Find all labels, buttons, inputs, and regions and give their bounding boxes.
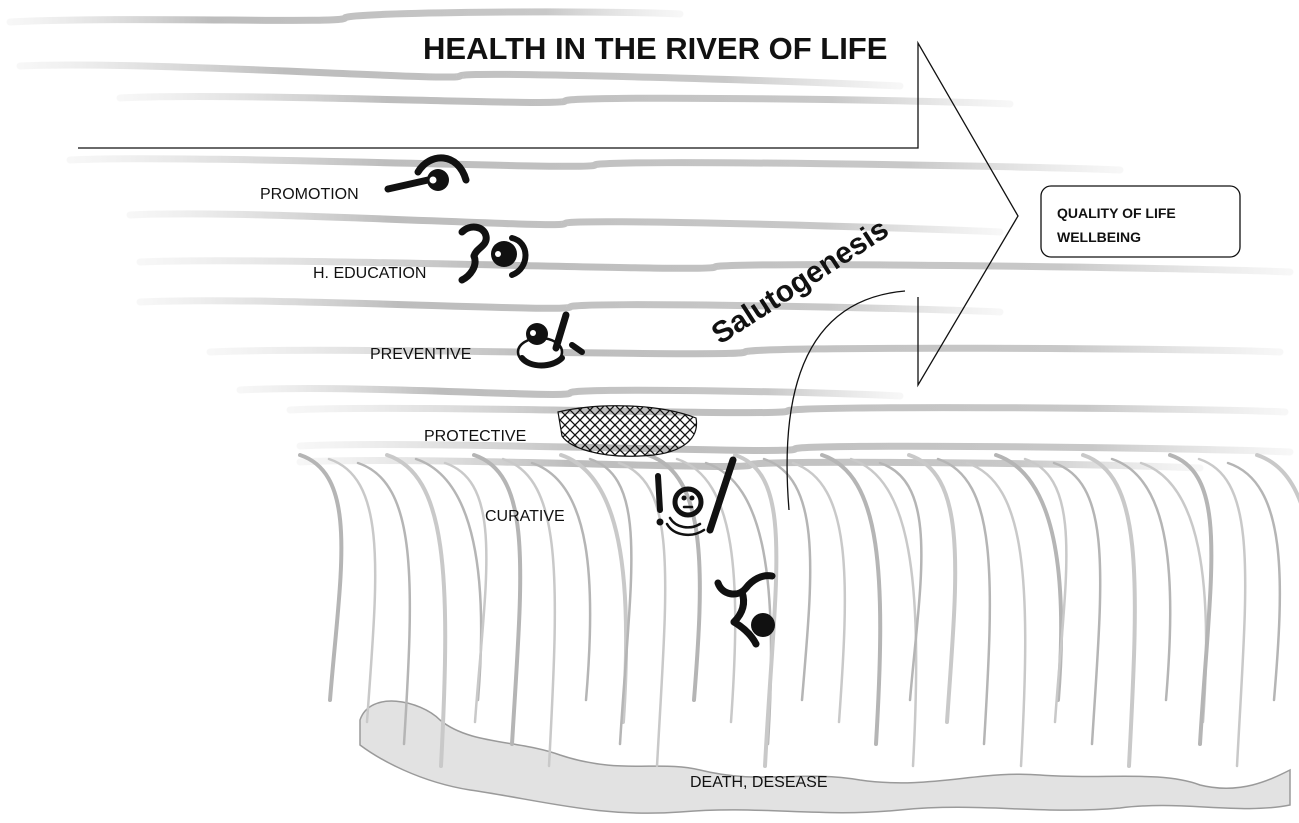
salutogenesis-label: Salutogenesis <box>706 212 895 350</box>
river-streak <box>140 301 1000 312</box>
river-streak <box>240 389 900 396</box>
level-label-preventive: PREVENTIVE <box>370 346 471 363</box>
river-streak <box>120 97 1010 104</box>
quality-of-life-line2: WELLBEING <box>1057 229 1141 245</box>
waterfall-streak <box>300 455 341 700</box>
waterfall-streak <box>793 463 845 722</box>
waterfall-streak <box>1141 463 1206 722</box>
diagram-title: HEALTH IN THE RIVER OF LIFE <box>423 31 887 66</box>
waterfall-streak <box>938 459 990 744</box>
waterfall-streak <box>996 455 1061 700</box>
level-label-curative: CURATIVE <box>485 508 565 525</box>
swimmer-falling-icon <box>718 576 775 644</box>
river-streak <box>300 445 1290 452</box>
level-label-protective: PROTECTIVE <box>424 428 526 445</box>
level-label-death-disease: DEATH, DESEASE <box>690 774 828 791</box>
waterfall-streaks <box>300 455 1299 766</box>
river-streak <box>290 408 1285 413</box>
waterfall-streak <box>967 463 1025 766</box>
salutogenesis-curve <box>787 291 905 510</box>
river-streak <box>10 12 680 22</box>
waterfall-streak <box>561 455 626 722</box>
river-streak <box>20 65 900 86</box>
swimmer-education-icon <box>462 227 526 280</box>
quality-of-life-box <box>1041 186 1240 257</box>
quality-of-life-line1: QUALITY OF LIFE <box>1057 205 1176 221</box>
level-label-health-education: H. EDUCATION <box>313 265 426 282</box>
waterfall-streak <box>503 459 555 766</box>
waterfall-streak <box>851 459 916 766</box>
river-streak <box>70 159 1120 170</box>
waterfall-basin <box>360 701 1290 813</box>
level-label-promotion: PROMOTION <box>260 186 359 203</box>
swimmer-preventive-icon <box>518 315 582 366</box>
